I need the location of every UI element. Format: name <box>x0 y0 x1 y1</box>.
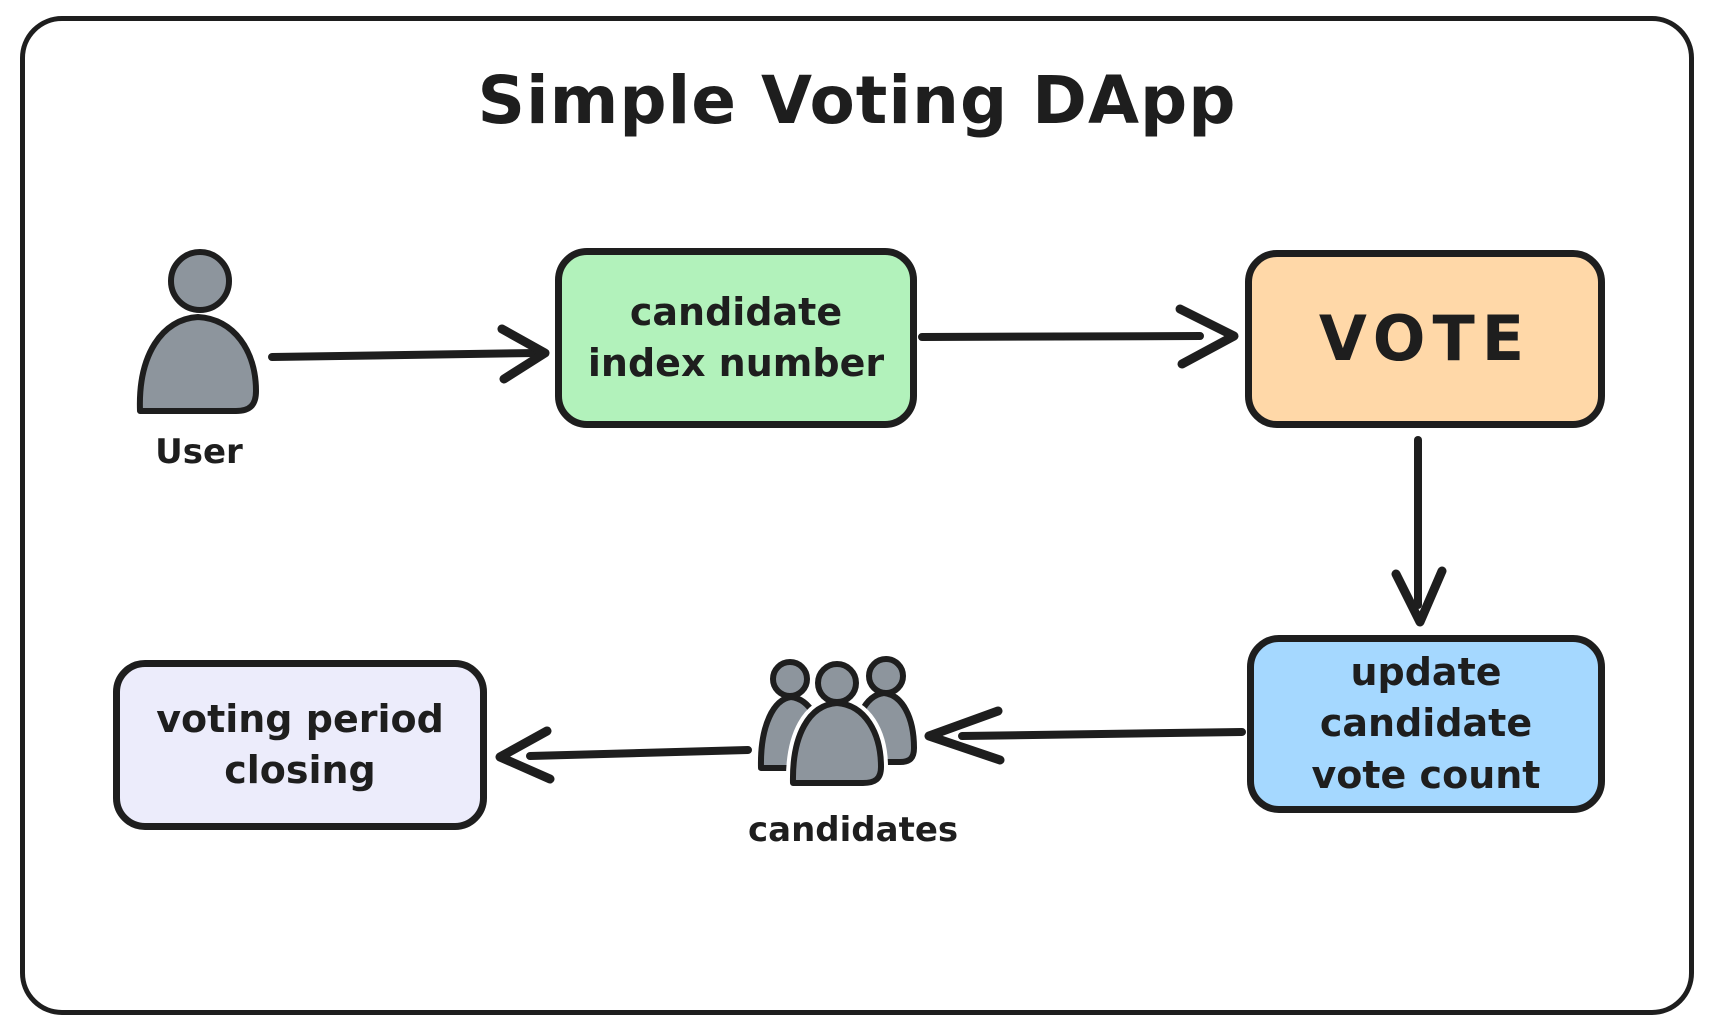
node-voting-period-closing: voting period closing <box>113 660 487 830</box>
arrow-candidate-index-to-vote <box>918 304 1239 369</box>
arrow-candidates-to-voting-period <box>495 726 752 784</box>
arrow-user-to-candidate-index <box>268 324 550 384</box>
node-vote: VOTE <box>1245 250 1605 428</box>
arrow-vote-to-update-count <box>1391 436 1447 627</box>
diagram-border <box>20 16 1694 1015</box>
node-update-candidate-vote-count: update candidate vote count <box>1247 635 1605 813</box>
user-label: User <box>155 432 243 472</box>
candidates-icon <box>746 655 928 793</box>
diagram-title: Simple Voting DApp <box>477 62 1237 139</box>
user-icon <box>128 243 270 425</box>
arrow-update-count-to-candidates <box>924 706 1246 765</box>
node-candidate-index-number: candidate index number <box>555 248 917 428</box>
candidates-label: candidates <box>748 810 959 850</box>
